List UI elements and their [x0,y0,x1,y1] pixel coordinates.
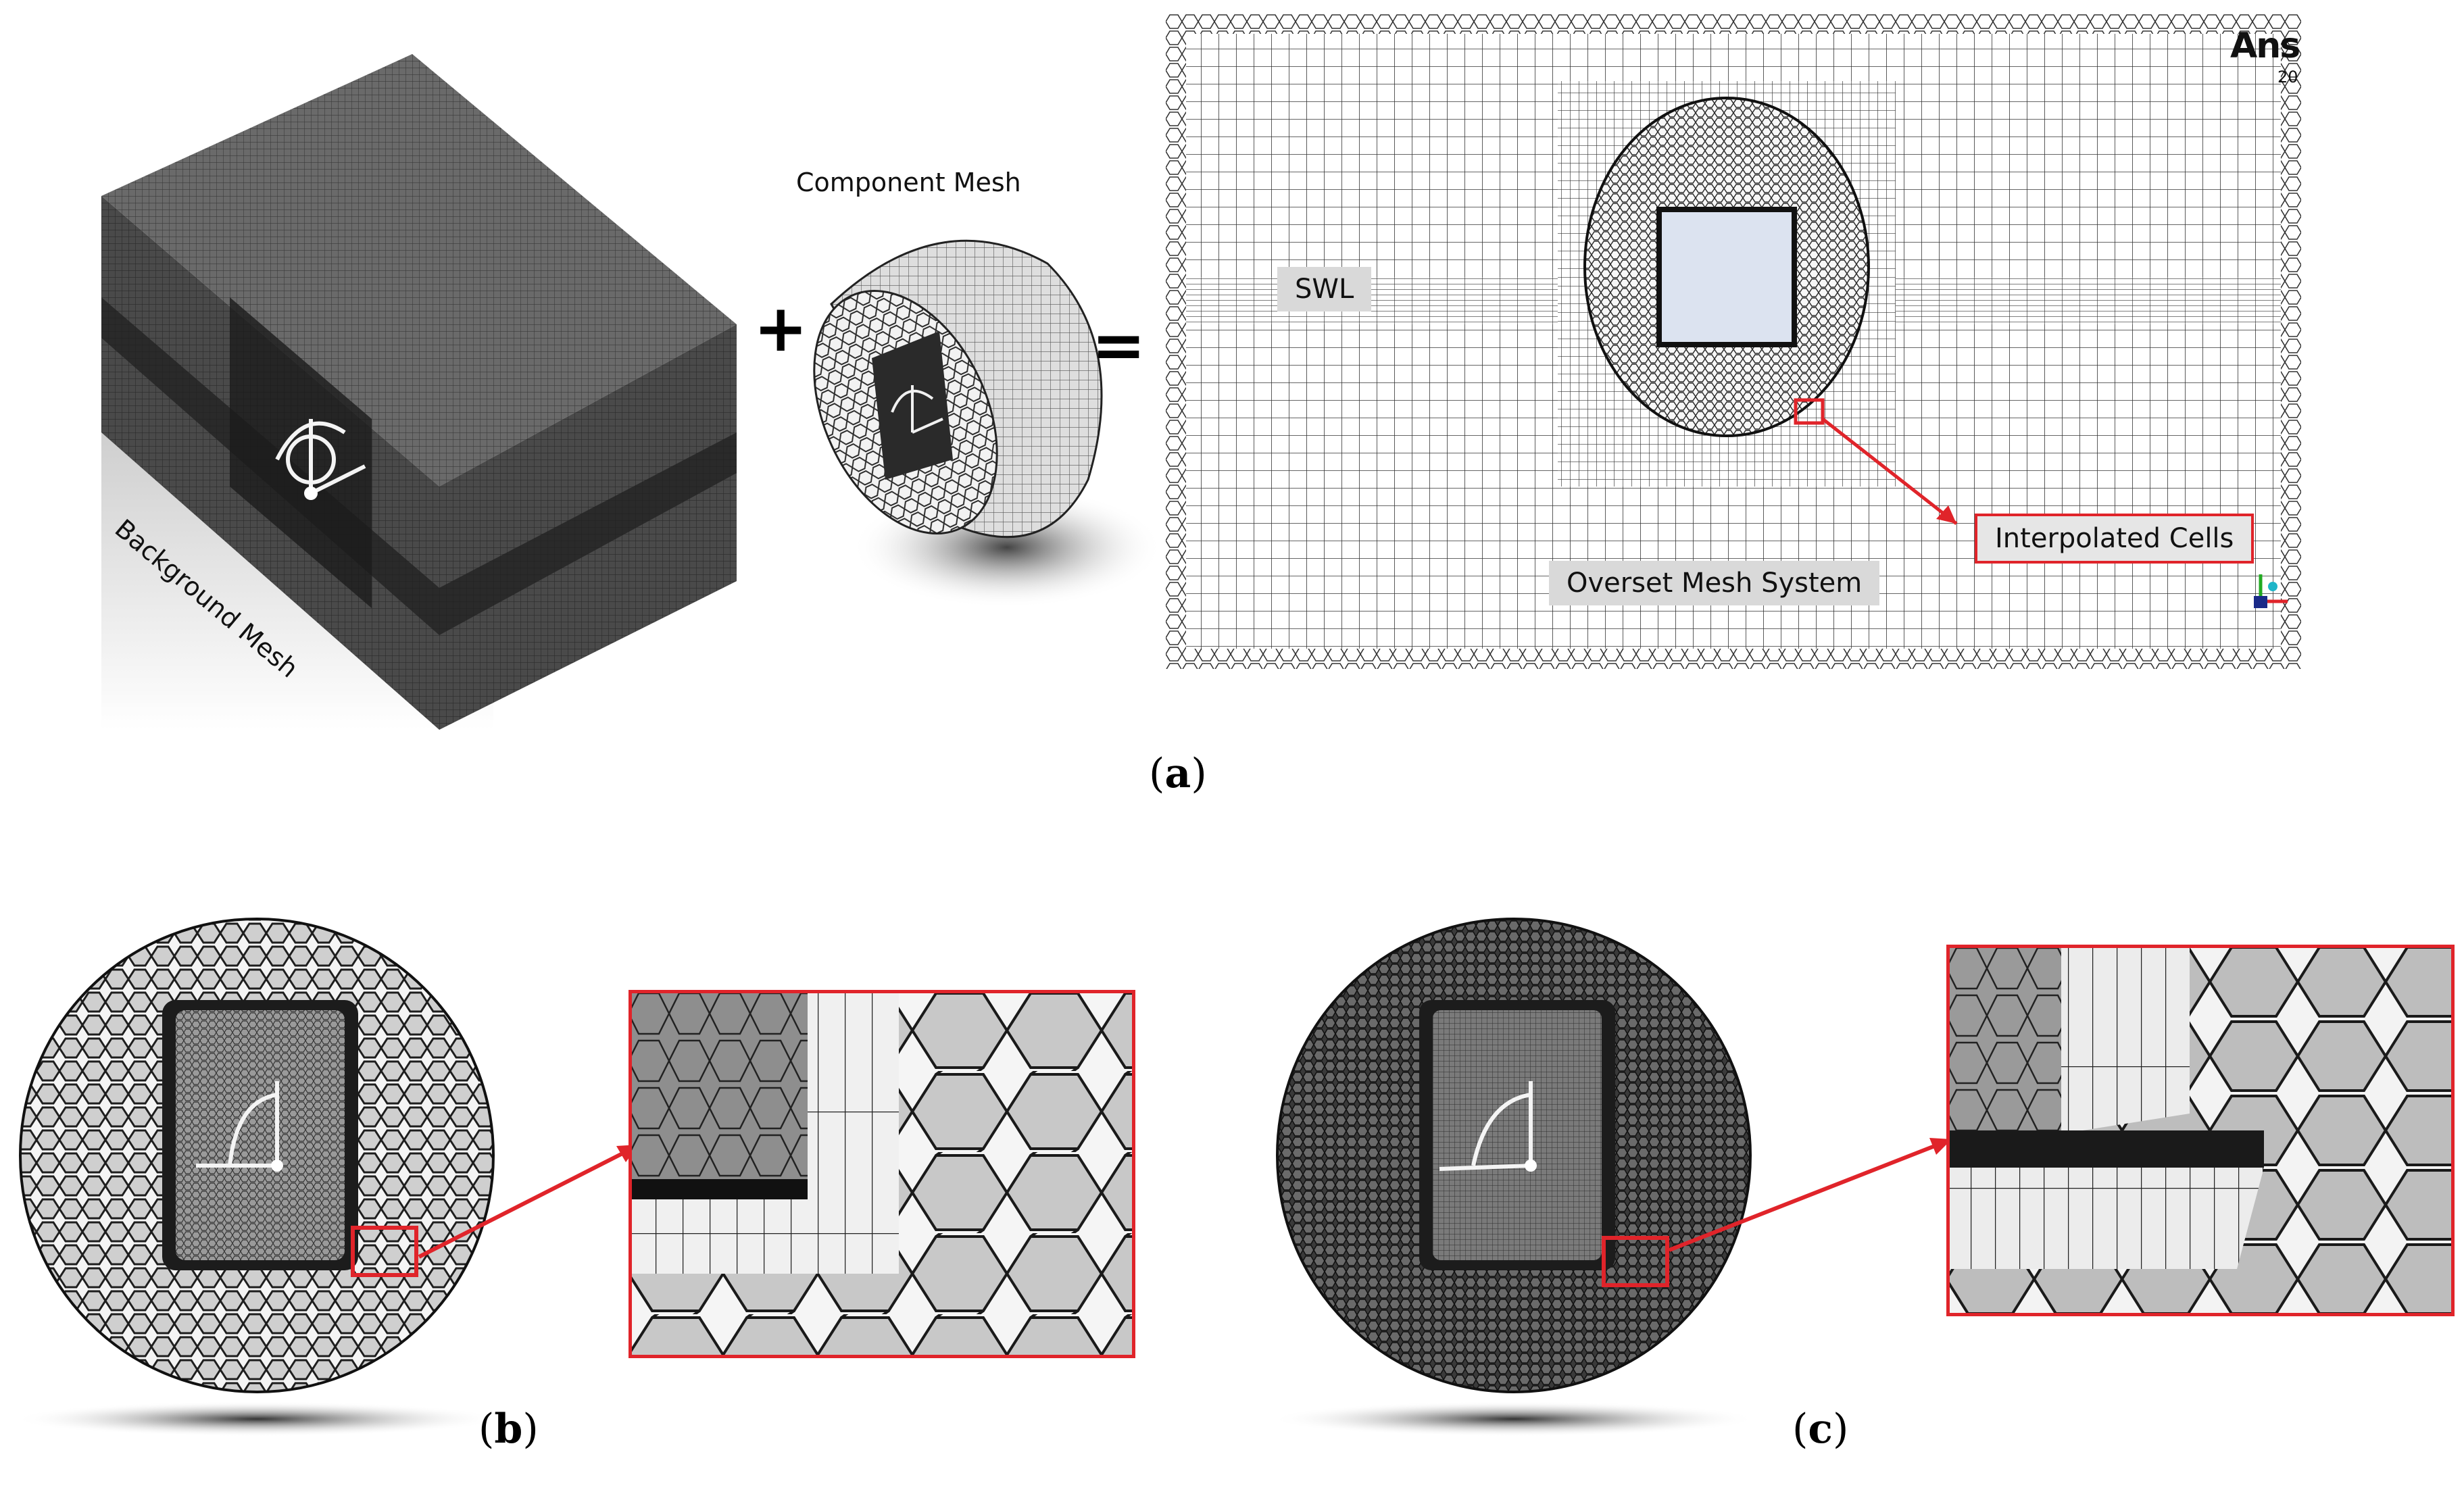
brand-logo-sub: 20 [2277,68,2298,86]
panel-c-disk-mesh [1271,899,1757,1439]
panel-b-zoom-inset [629,990,1135,1358]
panel-b-arrow [378,987,662,1284]
equals-sign: = [1091,307,1146,383]
overset-mesh-panel [1166,14,2301,669]
component-mesh-figure [804,209,1156,628]
overset-mesh-system-tag: Overset Mesh System [1549,561,1880,605]
interpolated-cells-tag: Interpolated Cells [1975,514,2254,564]
axis-triad-small [2254,574,2288,608]
panel-b-disk-mesh [14,899,500,1439]
plus-sign: + [754,291,808,366]
panel-a-label: (a) [1149,750,1207,797]
background-mesh-figure [101,54,750,743]
panel-b-label: (b) [478,1405,539,1453]
panel-c-arrow [1662,980,1967,1291]
brand-logo-text: Ans [2230,26,2300,66]
component-mesh-caption: Component Mesh [796,168,1021,197]
panel-c-zoom-inset [1946,945,2455,1316]
swl-tag: SWL [1277,267,1372,311]
panel-c-label: (c) [1792,1405,1849,1453]
